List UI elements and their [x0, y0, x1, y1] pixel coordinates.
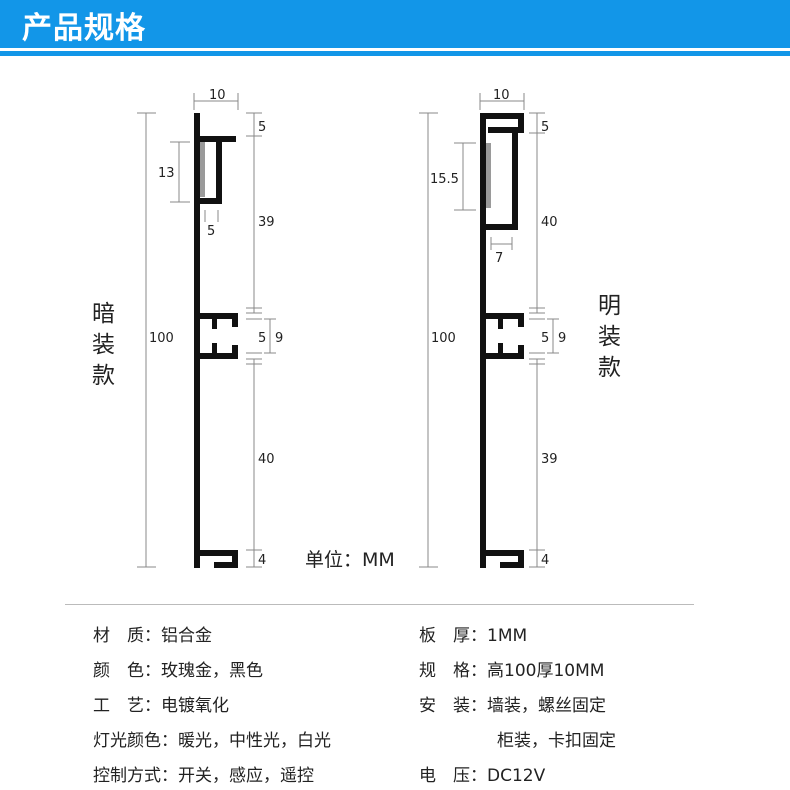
dim-clip-outer: 9 — [275, 331, 283, 346]
spec-row-color: 颜 色：玫瑰金，黑色 — [93, 656, 263, 681]
dim-bottom-lip: 4 — [258, 553, 266, 568]
spec-value: 1MM — [487, 626, 528, 646]
spec-row-install-cabinet: 柜装，卡扣固定 — [497, 726, 616, 751]
unit-label: 单位：MM — [305, 549, 395, 571]
concealed-label-char-1: 暗 — [92, 301, 115, 327]
dim-upper-span-2: 40 — [541, 215, 558, 230]
surface-profile-diagram: 100 10 15.5 — [419, 88, 621, 568]
dim-bottom-lip-2: 4 — [541, 553, 549, 568]
dim-clip-inner-2: 5 — [541, 331, 549, 346]
spec-label: 工 艺： — [93, 696, 161, 716]
spec-label: 控制方式： — [93, 766, 178, 786]
spec-row-install: 安 装：墙装，螺丝固定 — [419, 691, 606, 716]
spec-value: 铝合金 — [161, 626, 212, 646]
dim-lower-span: 40 — [258, 452, 275, 467]
spec-value: 开关，感应，遥控 — [178, 766, 314, 786]
surface-label-char-3: 款 — [598, 355, 621, 381]
header-bar: 产品规格 — [0, 0, 790, 48]
spec-value: 高100厚10MM — [487, 661, 605, 681]
dim-top-width: 10 — [209, 88, 226, 103]
spec-value: 电镀氧化 — [161, 696, 229, 716]
dim-total-height-2: 100 — [431, 331, 456, 346]
dim-lower-span-2: 39 — [541, 452, 558, 467]
spec-label: 颜 色： — [93, 661, 161, 681]
spec-value: 玫瑰金，黑色 — [161, 661, 263, 681]
dim-clip-inner: 5 — [258, 331, 266, 346]
spec-label: 板 厚： — [419, 626, 487, 646]
spec-row-process: 工 艺：电镀氧化 — [93, 691, 229, 716]
page-title: 产品规格 — [22, 11, 146, 46]
header-underline — [0, 51, 790, 56]
spec-row-light-color: 灯光颜色：暖光，中性光，白光 — [93, 726, 331, 751]
dim-slot-gap-2: 7 — [495, 251, 503, 266]
dim-upper-span: 39 — [258, 215, 275, 230]
spec-label: 规 格： — [419, 661, 487, 681]
concealed-label-char-3: 款 — [92, 363, 115, 389]
spec-label: 材 质： — [93, 626, 161, 646]
dim-top-width-2: 10 — [493, 88, 510, 103]
dim-slot-depth: 13 — [158, 166, 175, 181]
dim-top-lip: 5 — [258, 120, 266, 135]
profile-diagrams: 100 10 13 — [92, 88, 621, 571]
dim-slot-depth-2: 15.5 — [430, 172, 459, 187]
spec-row-voltage: 电 压：DC12V — [419, 761, 545, 786]
spec-value: 暖光，中性光，白光 — [178, 731, 331, 751]
spec-value: 柜装，卡扣固定 — [497, 731, 616, 751]
surface-label-char-2: 装 — [598, 324, 621, 350]
spec-value: 墙装，螺丝固定 — [487, 696, 606, 716]
concealed-profile-diagram: 100 10 13 — [92, 88, 283, 568]
dim-top-lip-2: 5 — [541, 120, 549, 135]
dim-total-height: 100 — [149, 331, 174, 346]
dim-clip-outer-2: 9 — [558, 331, 566, 346]
spec-row-size: 规 格：高100厚10MM — [419, 656, 604, 681]
spec-label: 安 装： — [419, 696, 487, 716]
concealed-profile-shape — [194, 113, 238, 568]
spec-label: 电 压： — [419, 766, 487, 786]
concealed-label-char-2: 装 — [92, 332, 115, 358]
divider — [65, 604, 694, 605]
spec-row-material: 材 质：铝合金 — [93, 621, 212, 646]
surface-profile-shape — [480, 113, 524, 568]
spec-label: 灯光颜色： — [93, 731, 178, 751]
spec-row-thickness: 板 厚：1MM — [419, 621, 527, 646]
dim-slot-gap: 5 — [207, 224, 215, 239]
surface-label-char-1: 明 — [598, 293, 621, 319]
spec-value: DC12V — [487, 766, 546, 786]
spec-row-control: 控制方式：开关，感应，遥控 — [93, 761, 314, 786]
